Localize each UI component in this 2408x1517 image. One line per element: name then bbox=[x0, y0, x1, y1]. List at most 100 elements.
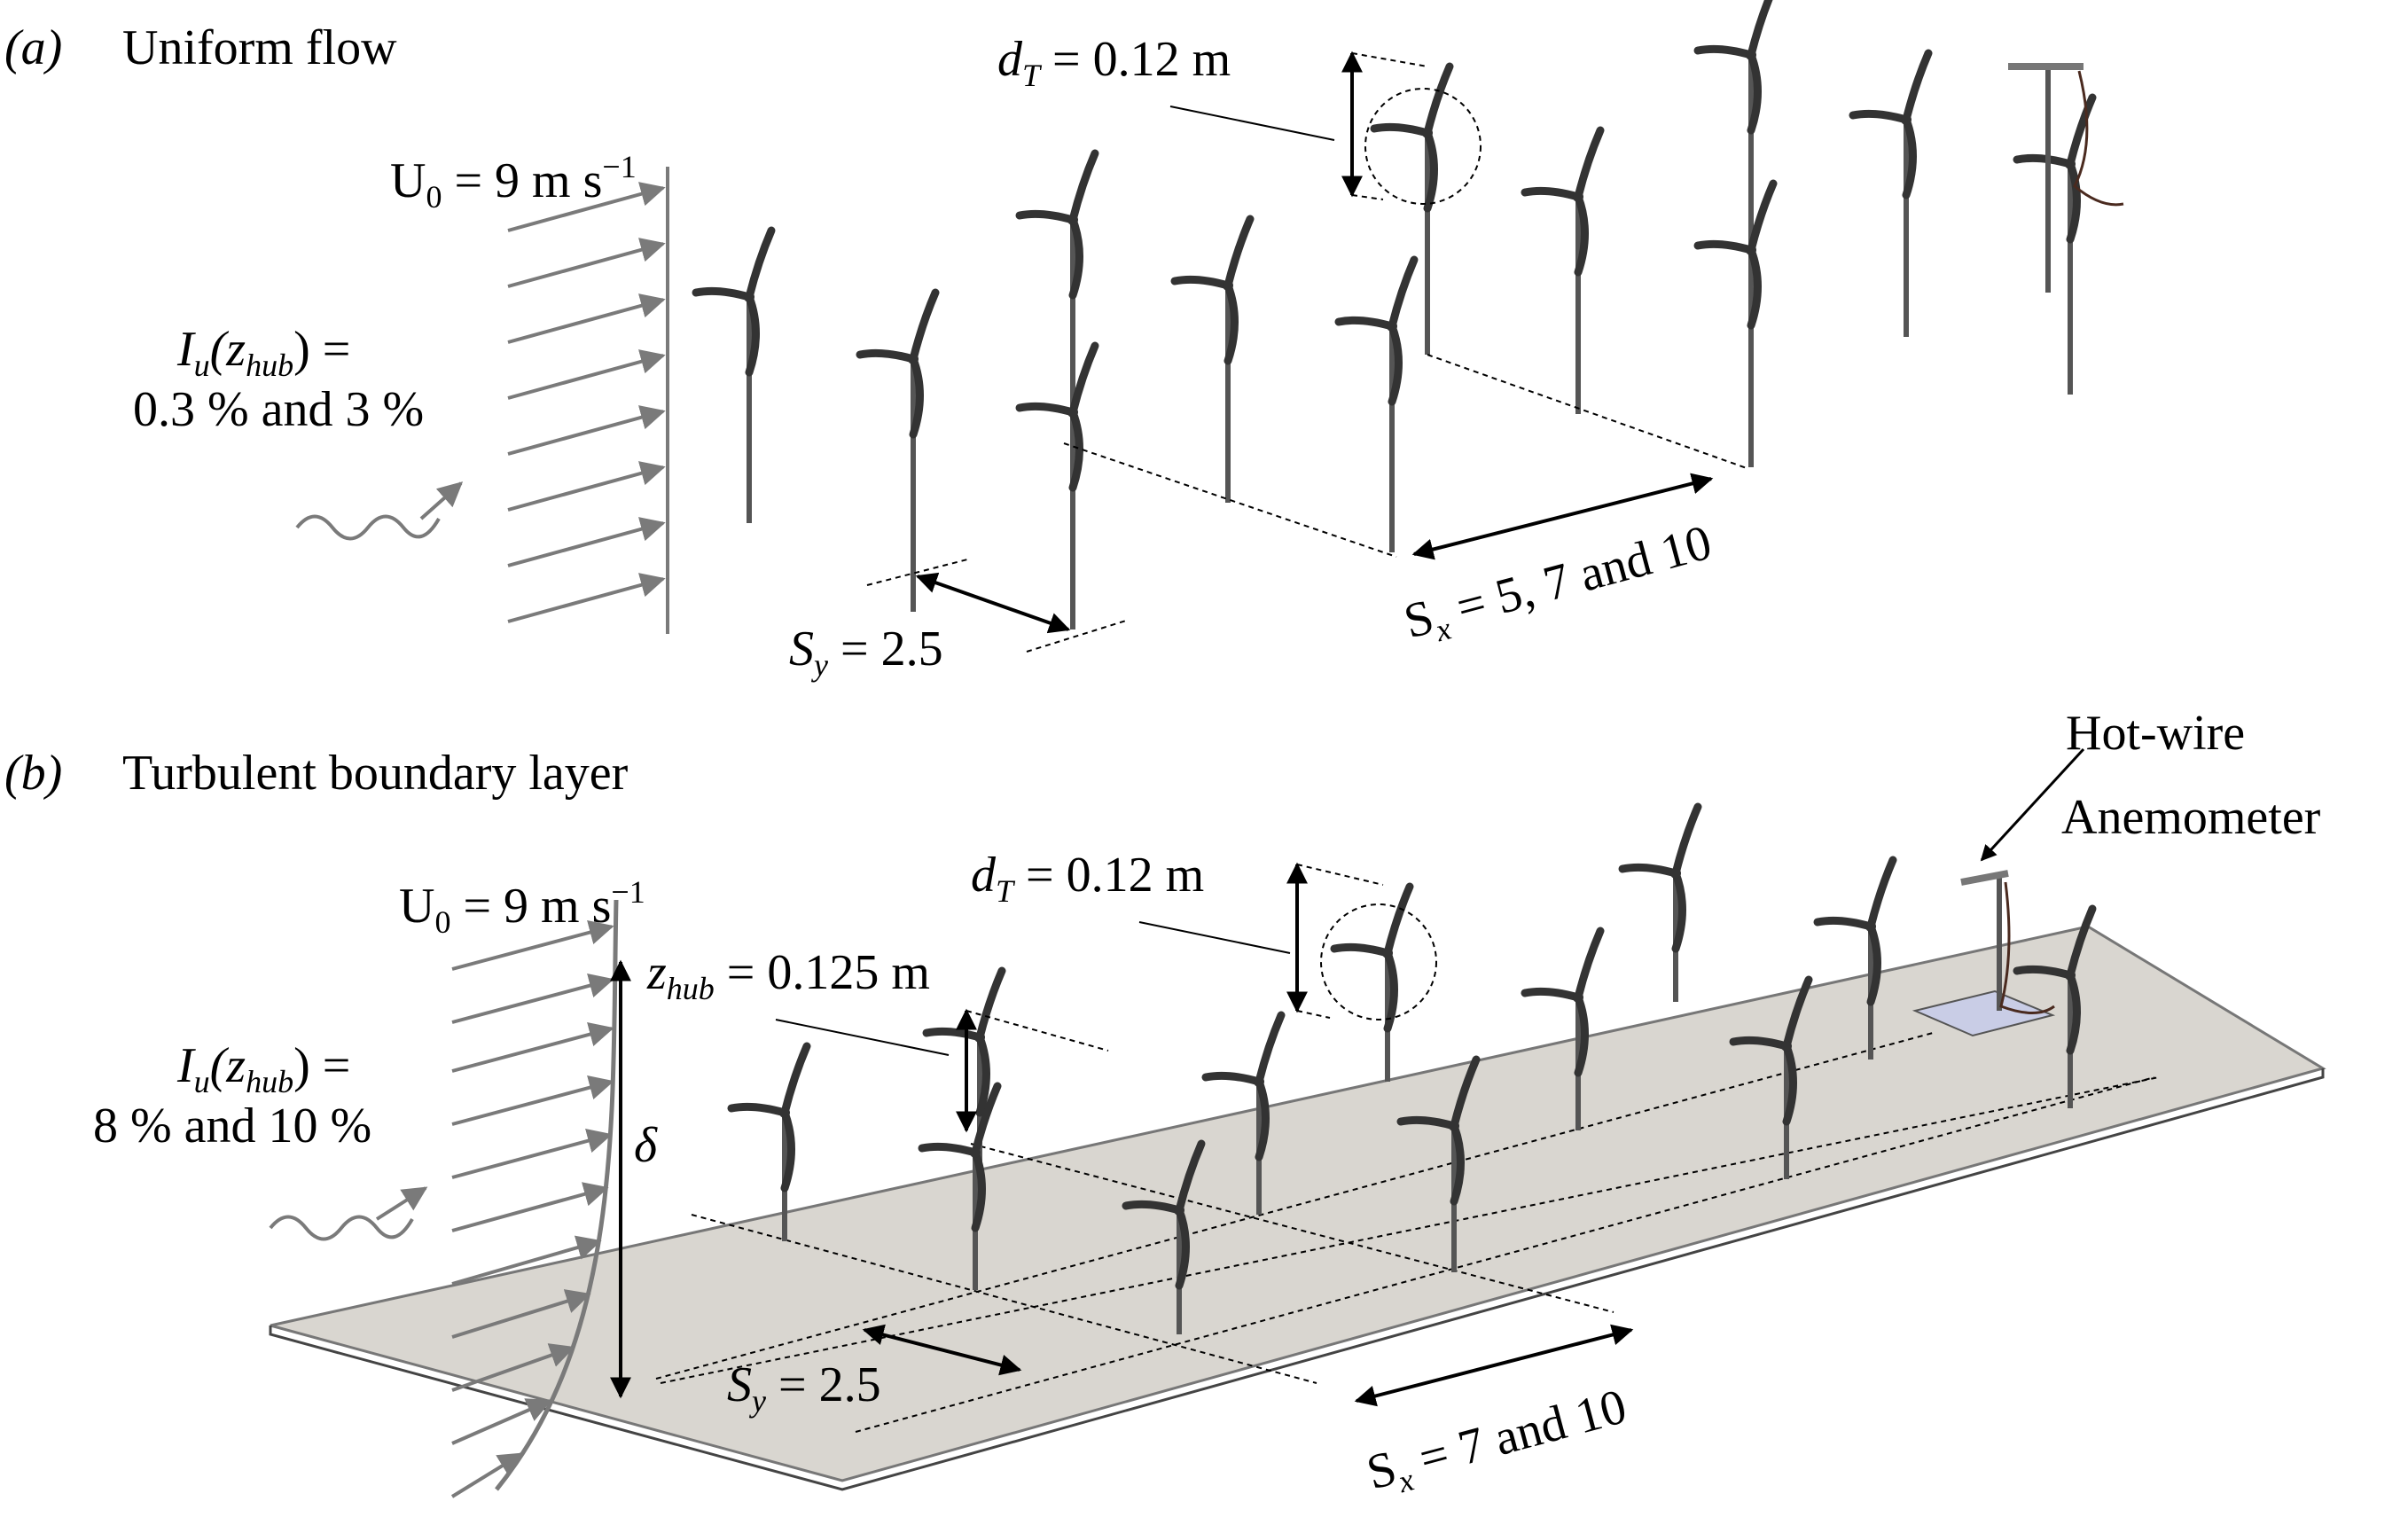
turbine-blade bbox=[745, 226, 776, 301]
turbine-blade bbox=[2066, 904, 2097, 980]
turbine-blade bbox=[1224, 281, 1239, 365]
turbulence-squiggle-a bbox=[295, 514, 441, 541]
sx-ext-right-a bbox=[1427, 354, 1747, 469]
turbine-hub bbox=[1223, 280, 1233, 291]
panel-a-title: Uniform flow bbox=[122, 20, 397, 75]
turbine-blade bbox=[1068, 341, 1099, 417]
turbine-a-12 bbox=[2013, 93, 2097, 395]
turbine-blade bbox=[1902, 115, 1917, 199]
dt-ext-top-b bbox=[1296, 864, 1384, 886]
turbine-blade bbox=[975, 966, 1006, 1042]
turbine-blade bbox=[1782, 1042, 1797, 1126]
turbine-a-5 bbox=[1170, 215, 1255, 503]
inflow-arrow-b bbox=[450, 1452, 524, 1498]
turbine-blade bbox=[1693, 44, 1755, 59]
sy-label-a: Sy = 2.5 bbox=[789, 622, 943, 683]
intensity-b: 8 % and 10 % bbox=[93, 1099, 371, 1153]
turbine-hub bbox=[2065, 970, 2076, 981]
dt-ext-bottom-a bbox=[1351, 194, 1384, 200]
turbine-hub bbox=[974, 1032, 985, 1043]
inflow-arrow-b bbox=[451, 1235, 602, 1286]
probe-cable bbox=[1999, 881, 2055, 1014]
dt-ext-bottom-b bbox=[1296, 1010, 1331, 1019]
zhub-label-b: zhub = 0.125 m bbox=[646, 945, 930, 1006]
inflow-arrow-a bbox=[507, 573, 666, 623]
inflow-arrow-b bbox=[451, 1075, 614, 1126]
rotor-highlight-b bbox=[1320, 903, 1437, 1020]
turbine-b-3 bbox=[918, 1082, 1002, 1290]
turbine-blade bbox=[1015, 402, 1077, 417]
turbine-blade bbox=[1388, 322, 1403, 406]
inflow-arrow-b bbox=[451, 1343, 575, 1392]
turbine-blade bbox=[1747, 51, 1762, 135]
turbine-b-5 bbox=[1201, 1011, 1286, 1215]
turbine-hub bbox=[970, 1147, 981, 1158]
turbine-blade bbox=[1866, 856, 1897, 931]
turbine-blade bbox=[1849, 109, 1911, 124]
turbine-blade bbox=[1068, 215, 1083, 300]
probe-callout-arrow bbox=[1980, 747, 2085, 862]
turbine-blade bbox=[1693, 239, 1755, 254]
turbine-blade bbox=[1330, 942, 1392, 958]
turbine-hub bbox=[1865, 921, 1876, 932]
turbine-b-9 bbox=[1618, 802, 1702, 1002]
turbine-a-6 bbox=[1334, 255, 1419, 552]
turbine-blade bbox=[1574, 192, 1589, 277]
turbine-b-4 bbox=[1122, 1139, 1206, 1334]
inflow-arrow-b bbox=[451, 1289, 591, 1339]
turbine-a-7 bbox=[1370, 62, 1454, 355]
panel-a-letter: (a) bbox=[4, 20, 62, 75]
turbine-hub bbox=[1387, 321, 1397, 332]
dt-leader-a bbox=[1169, 106, 1335, 141]
turbine-hub bbox=[1174, 1205, 1184, 1216]
turbine-blade bbox=[745, 293, 760, 377]
turbine-hub bbox=[1746, 245, 1756, 255]
u0-label-b: U0 = 9 m s−1 bbox=[399, 874, 645, 940]
turbine-blade bbox=[1747, 0, 1773, 59]
turbine-hub bbox=[1382, 948, 1393, 958]
inflow-arrow-a bbox=[507, 461, 666, 512]
turbine-blade bbox=[1574, 927, 1605, 1002]
turbine-blade bbox=[909, 288, 940, 364]
turbine-blade bbox=[1170, 275, 1232, 290]
turbine-blade bbox=[1255, 1077, 1270, 1161]
turbine-array-a bbox=[692, 0, 2097, 629]
turbine-hub bbox=[2065, 159, 2076, 169]
turbine-blade bbox=[1671, 869, 1686, 953]
turbine-blade bbox=[909, 355, 924, 439]
inflow-arrow-b bbox=[451, 919, 614, 971]
turbine-hub bbox=[1901, 114, 1912, 125]
dt-leader-b bbox=[1138, 921, 1291, 954]
turbine-b-10 bbox=[1729, 975, 1813, 1179]
inflow-arrow-b bbox=[451, 1129, 613, 1179]
turbine-blade bbox=[1015, 209, 1077, 224]
turbine-blade bbox=[922, 1027, 984, 1042]
panel-b-title: Turbulent boundary layer bbox=[122, 746, 629, 801]
turbine-a-2 bbox=[856, 288, 940, 612]
panel-b: (b) Turbulent boundary layer U0 = 9 m s−… bbox=[4, 706, 2326, 1506]
turbine-blade bbox=[780, 1108, 795, 1192]
sx-label-b: Sx = 7 and 10 bbox=[1361, 1379, 1633, 1506]
turbine-blade bbox=[1383, 882, 1414, 958]
turbine-blade bbox=[1423, 129, 1438, 213]
row-guide-3-b bbox=[855, 1076, 2155, 1433]
turbine-blade bbox=[1521, 186, 1583, 201]
u0-label-a: U0 = 9 m s−1 bbox=[390, 149, 637, 215]
turbine-hub bbox=[1781, 1041, 1792, 1052]
turbine-blade bbox=[1383, 949, 1398, 1033]
sy-label-b: Sy = 2.5 bbox=[727, 1357, 881, 1419]
sx-label-a: Sx = 5, 7 and 10 bbox=[1398, 515, 1718, 656]
turbine-blade bbox=[2066, 971, 2081, 1055]
sy-dimension-arrow-b bbox=[862, 1324, 1022, 1376]
turbine-blade bbox=[1574, 126, 1605, 201]
probe-label-line2: Anemometer bbox=[2061, 790, 2321, 845]
turbine-blade bbox=[692, 286, 754, 301]
col-guide-2-b bbox=[970, 1143, 1614, 1313]
turbine-blade bbox=[1450, 1122, 1465, 1206]
sy-ext-left-a bbox=[866, 558, 972, 586]
turbine-hub bbox=[1573, 192, 1583, 202]
inflow-arrow-a bbox=[507, 182, 666, 232]
turbine-blade bbox=[1068, 149, 1099, 224]
dt-label-a: dT = 0.12 m bbox=[997, 32, 1231, 93]
turbine-blade bbox=[2066, 93, 2097, 168]
